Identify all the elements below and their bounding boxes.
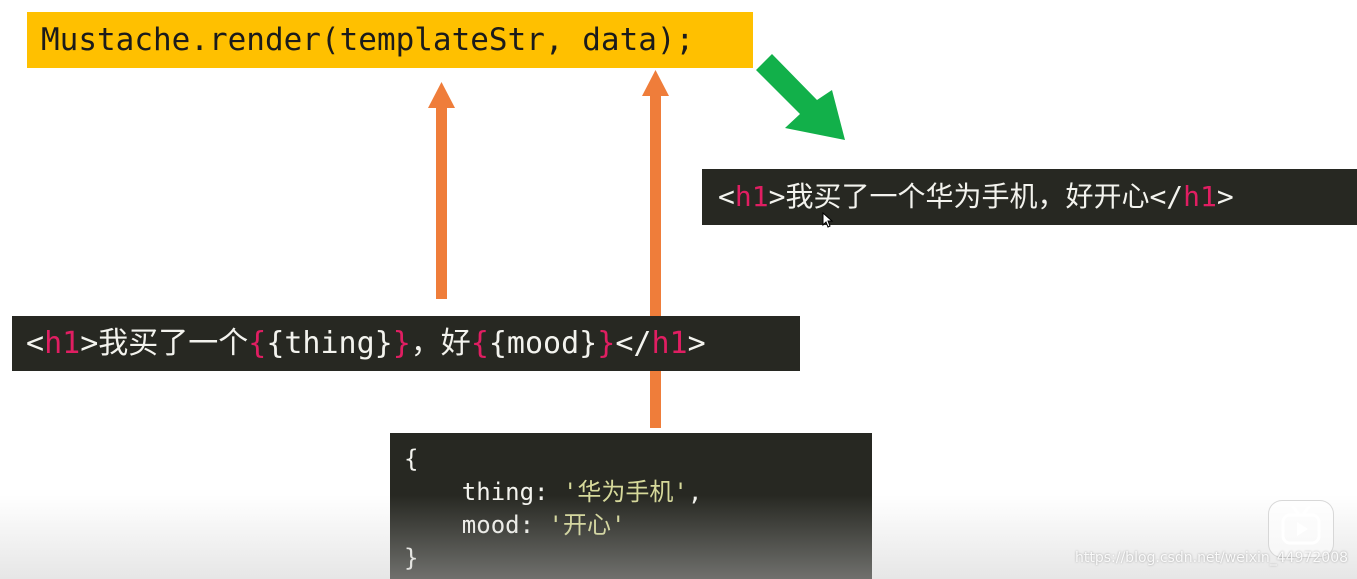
arrow-up-icon — [642, 70, 669, 428]
template-var-thing: {thing} — [266, 326, 393, 361]
output-text: 我买了一个华为手机，好开心 — [785, 180, 1150, 213]
data-key-mood: mood: — [404, 511, 549, 539]
arrow-up-icon — [428, 82, 455, 299]
data-line-mood: mood: '开心' — [404, 509, 872, 542]
cursor-icon — [822, 212, 834, 228]
gt: > — [80, 326, 99, 361]
rendered-output: <h1>我买了一个华为手机，好开心</h1> — [702, 169, 1357, 225]
template-text-1: 我买了一个 — [98, 326, 249, 361]
play-button[interactable] — [1268, 500, 1334, 558]
close-tag-name: h1 — [1183, 180, 1217, 213]
gt: > — [768, 180, 786, 213]
watermark: https://blog.csdn.net/weixin_44972008 — [1075, 550, 1349, 566]
mustache-open-brace: { — [470, 326, 489, 361]
lt: < — [718, 180, 735, 213]
data-close-brace: } — [404, 544, 419, 572]
render-call-code: Mustache.render(templateStr, data); — [27, 12, 753, 68]
close-tag-name: h1 — [651, 326, 688, 361]
data-value-thing: '华为手机' — [562, 478, 688, 506]
data-object: { thing: '华为手机', mood: '开心'} — [390, 433, 872, 579]
close-gt: > — [687, 326, 706, 361]
data-open-brace: { — [404, 445, 419, 473]
arrow-down-right-icon — [756, 54, 845, 140]
play-icon — [1281, 505, 1321, 545]
mustache-close-brace: } — [392, 326, 411, 361]
close-lt: </ — [615, 326, 652, 361]
data-key-thing: thing: — [404, 478, 563, 506]
data-line-thing: thing: '华为手机', — [404, 476, 872, 509]
lt: < — [26, 326, 45, 361]
open-tag-name: h1 — [734, 180, 769, 213]
mustache-open-brace: { — [248, 326, 267, 361]
close-lt: </ — [1149, 180, 1184, 213]
close-gt: > — [1216, 180, 1234, 213]
template-var-mood: {mood} — [488, 326, 598, 361]
mustache-close-brace: } — [597, 326, 616, 361]
data-value-mood: '开心' — [548, 511, 626, 539]
open-tag-name: h1 — [44, 326, 81, 361]
template-text-2: ，好 — [410, 326, 471, 361]
data-comma: , — [687, 478, 703, 506]
template-string: <h1>我买了一个{{thing}}，好{{mood}}</h1> — [12, 316, 800, 371]
